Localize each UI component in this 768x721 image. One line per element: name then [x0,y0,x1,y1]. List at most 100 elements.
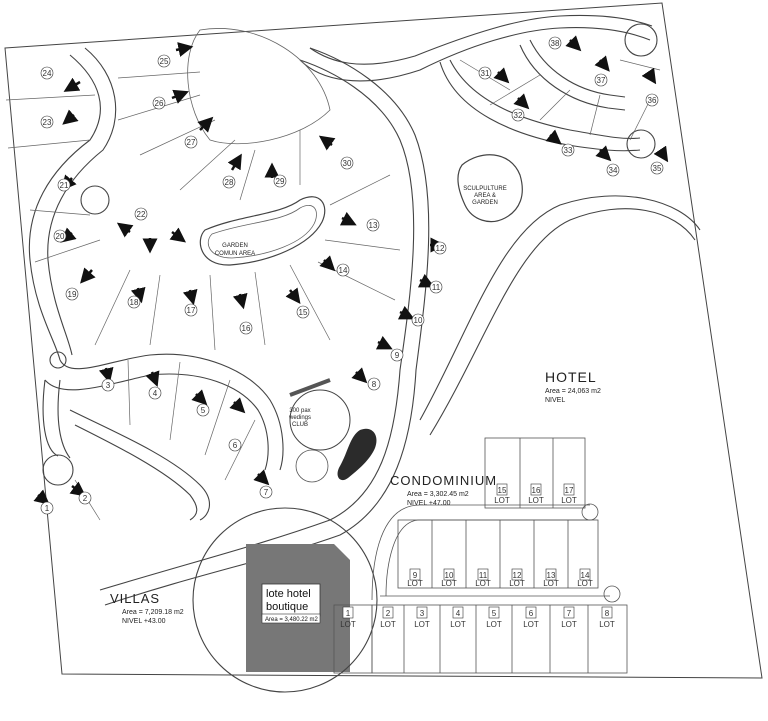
garden-common-area [199,196,326,266]
front-lot-number: 2 [386,609,391,618]
top-lot-number: 16 [532,486,541,495]
mid-lot-number: 14 [581,571,590,580]
mid-lot-number: 10 [445,571,454,580]
central-open-area [187,28,331,145]
villa-number: 22 [137,210,146,219]
condominium-area: Area = 3,302.45 m2 [407,491,469,498]
site-boundary [4,2,763,679]
villa-number: 5 [201,406,206,415]
lot-word: LOT [494,496,510,505]
villa-number: 4 [153,389,158,398]
front-lot-number: 1 [346,609,351,618]
villa-number: 9 [395,351,400,360]
lot-word: LOT [561,620,577,629]
front-lot-number: 5 [492,609,497,618]
villa-number: 7 [264,488,269,497]
villa-number: 6 [233,441,238,450]
lot-word: LOT [486,620,502,629]
villa-numbers: 1 2 3 4 5 6 7 8 9 10 11 12 13 14 15 16 1… [40,36,664,515]
boutique-title-line1: lote hotel [266,588,311,600]
villa-number: 1 [45,504,50,513]
villa-number: 23 [43,118,52,127]
villa-number: 27 [187,138,196,147]
hotel-level: NIVEL [545,397,565,404]
villa-number: 29 [276,177,285,186]
villa-lot-lines [5,59,661,521]
villa-number: 30 [343,159,352,168]
sculpture-title: SCULPULTURE [463,186,507,192]
club-title: CLUB [292,422,308,428]
lot-word: LOT [599,620,615,629]
lot-word: LOT [528,496,544,505]
villa-number: 10 [414,316,423,325]
boutique-area: Area = 3,480.22 m2 [265,617,319,623]
club-line1: 300 pax [289,408,310,414]
villa-number: 18 [130,298,139,307]
condo-lots-grid [333,437,628,674]
villa-number: 25 [160,57,169,66]
villas-title: VILLAS [110,591,160,606]
west-loop-road [28,47,284,521]
lot-word: LOT [561,496,577,505]
mid-lot-number: 13 [547,571,556,580]
lot-word: LOT [577,579,593,588]
villa-number: 28 [225,178,234,187]
front-lot-number: 3 [420,609,425,618]
villa-number: 19 [68,290,77,299]
villa-number: 15 [299,308,308,317]
villa-number: 34 [609,166,618,175]
northeast-street [439,23,658,159]
villa-number: 32 [514,111,523,120]
club-line2: wedings [288,415,311,421]
pond [337,428,377,481]
lot-arrows [33,35,669,505]
lot-word: LOT [407,579,423,588]
lot-word: LOT [543,579,559,588]
lot-word: LOT [441,579,457,588]
villa-number: 17 [187,306,196,315]
boutique-label: lote hotel boutique Area = 3,480.22 m2 [261,583,321,624]
mid-lot-number: 9 [413,571,418,580]
garden-title: GARDEN [222,243,248,249]
top-lot-number: 17 [565,486,574,495]
lot-word: LOT [414,620,430,629]
boutique-focus-circle [192,507,378,693]
hotel-area: Area = 24,063 m2 [545,388,601,395]
villa-number: 38 [551,39,560,48]
lot-word: LOT [450,620,466,629]
front-lot-number: 8 [605,609,610,618]
villa-number: 12 [436,244,445,253]
villa-number: 8 [372,380,377,389]
villas-area: Area = 7,209.18 m2 [122,609,184,616]
sculpture-line3: GARDEN [472,200,498,206]
villa-number: 21 [60,181,69,190]
front-lot-number: 6 [529,609,534,618]
villa-number: 2 [83,494,88,503]
villa-number: 35 [653,164,662,173]
villa-number: 16 [242,324,251,333]
lot-word: LOT [475,579,491,588]
hotel-title: HOTEL [545,369,597,385]
lot-word: LOT [523,620,539,629]
sculpture-garden [457,154,523,223]
top-lot-number: 15 [498,486,507,495]
boutique-title-line2: boutique [266,601,308,613]
villa-number: 24 [43,69,52,78]
condominium-title: CONDOMINIUM [390,473,497,488]
club-circle [289,389,351,451]
condominium-level: NIVEL +47.00 [407,500,451,507]
villa-number: 20 [56,232,65,241]
villa-number: 36 [648,96,657,105]
villa-number: 37 [597,76,606,85]
villa-number: 3 [106,381,111,390]
villa-number: 11 [432,283,441,292]
mid-lot-number: 11 [479,571,488,580]
villas-level: NIVEL +43.00 [122,618,166,625]
front-lot-number: 4 [456,609,461,618]
villa-number: 14 [339,266,348,275]
sculpture-line2: AREA & [474,193,496,199]
lot-word: LOT [509,579,525,588]
villa-number: 33 [564,146,573,155]
mid-lot-number: 12 [513,571,522,580]
